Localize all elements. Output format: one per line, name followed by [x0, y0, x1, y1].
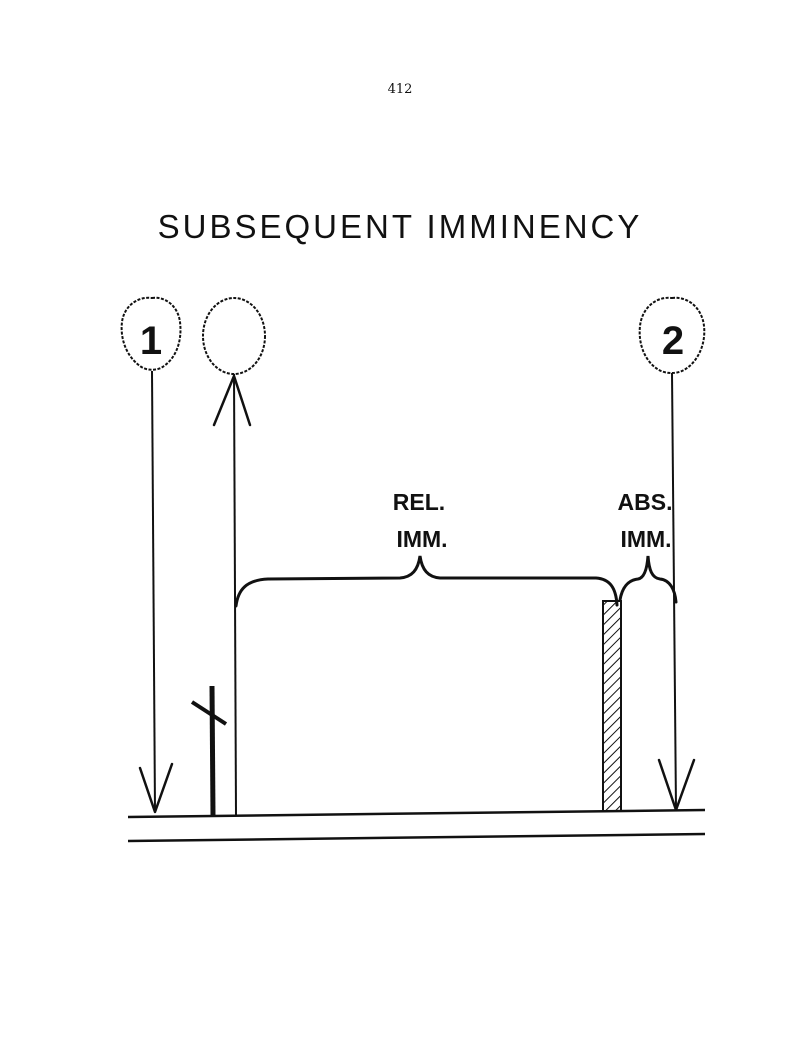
signal-unlabeled-head-icon [202, 297, 266, 375]
signal-1-label: 1 [140, 319, 162, 363]
relative-imminency-brace [234, 555, 619, 608]
signal-2: 2 [638, 296, 706, 812]
page-number: 412 [387, 82, 413, 97]
ground-line-top [127, 808, 706, 819]
signal-unlabeled-line [233, 373, 237, 817]
signal-1-arrowhead-icon [138, 762, 174, 814]
signal-2-head-icon [638, 296, 706, 374]
signal-1-head-icon [120, 296, 182, 371]
signal-1: 1 [120, 296, 182, 814]
ground-line-bottom [127, 832, 706, 843]
relative-imminency-label-line1: REL. [393, 489, 445, 515]
absolute-imminency-brace [618, 555, 678, 604]
hatched-block [602, 600, 622, 812]
signal-unlabeled-arrowhead-icon [212, 374, 252, 427]
absolute-imminency-label-line2: IMM. [620, 526, 671, 552]
crossing-post-icon [190, 685, 228, 816]
absolute-imminency-label-line1: ABS. [618, 489, 673, 515]
signal-1-line [151, 370, 156, 813]
relative-imminency-label-line2: IMM. [396, 526, 447, 552]
signal-2-label: 2 [662, 319, 684, 363]
signal-unlabeled [202, 297, 266, 817]
diagram-title: SUBSEQUENT IMMINENCY [157, 208, 643, 245]
